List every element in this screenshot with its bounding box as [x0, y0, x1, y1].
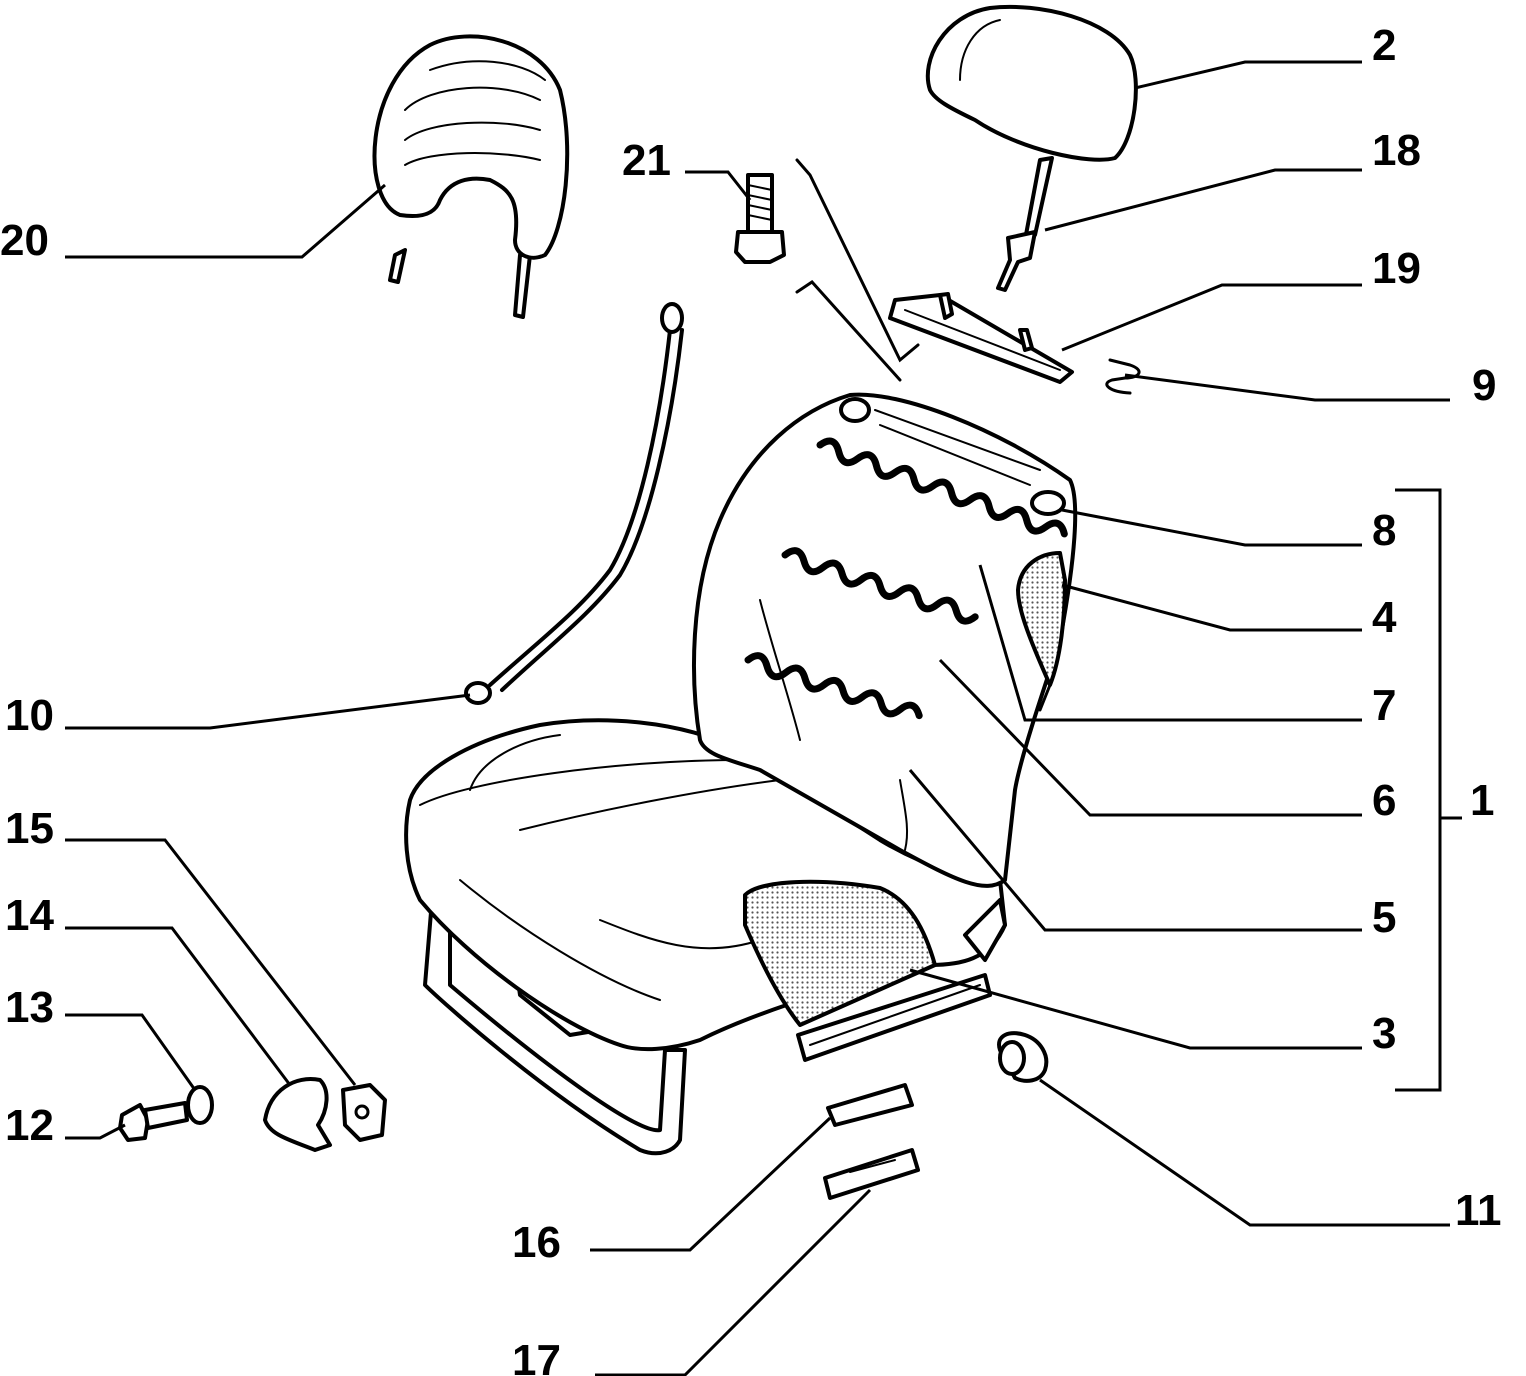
- callout-6: 6: [1372, 776, 1396, 825]
- callout-11: 11: [1455, 1186, 1502, 1235]
- clamp: [263, 1077, 332, 1152]
- callout-21: 21: [622, 136, 671, 185]
- callout-20: 20: [0, 216, 49, 265]
- roller: [997, 1031, 1049, 1083]
- seat-back: [692, 392, 1078, 888]
- callout-5: 5: [1372, 893, 1396, 942]
- leader-lines: [65, 60, 1462, 1376]
- callout-15: 15: [5, 804, 54, 853]
- spring-upper: [816, 437, 1068, 538]
- callout-3: 3: [1372, 1009, 1396, 1058]
- bolt-headrest: [734, 173, 786, 264]
- callout-19: 19: [1372, 244, 1421, 293]
- reference-line: [795, 280, 902, 382]
- seat-rail: [796, 898, 1007, 1062]
- callout-9: 9: [1472, 361, 1496, 410]
- spring-clip: [1105, 358, 1141, 395]
- headrest-left: [372, 34, 570, 319]
- reference-line: [795, 158, 920, 363]
- seat-side-trim: [743, 879, 937, 1027]
- callout-18: 18: [1372, 126, 1421, 175]
- callout-10: 10: [5, 691, 54, 740]
- callout-17: 17: [512, 1336, 561, 1376]
- callout-12: 12: [5, 1101, 54, 1150]
- callout-13: 13: [5, 983, 54, 1032]
- spring-middle: [781, 547, 979, 625]
- seat-belt: [464, 302, 684, 705]
- callout-4: 4: [1372, 593, 1397, 642]
- guide-sleeve: [996, 156, 1054, 292]
- callout-2: 2: [1372, 21, 1396, 70]
- bushing: [341, 1083, 387, 1142]
- callout-8: 8: [1372, 506, 1396, 555]
- washer: [186, 1085, 214, 1125]
- rail-cap: [823, 1148, 920, 1200]
- callout-7: 7: [1372, 681, 1396, 730]
- rail-cover: [826, 1083, 914, 1127]
- spring-lower: [744, 652, 923, 720]
- side-panel: [1016, 551, 1067, 687]
- headrest-right: [925, 4, 1138, 162]
- callout-14: 14: [5, 891, 54, 940]
- bolt-frame: [118, 1101, 189, 1142]
- trim-plate: [888, 292, 1074, 384]
- callout-16: 16: [512, 1218, 561, 1267]
- callout-1: 1: [1470, 776, 1494, 825]
